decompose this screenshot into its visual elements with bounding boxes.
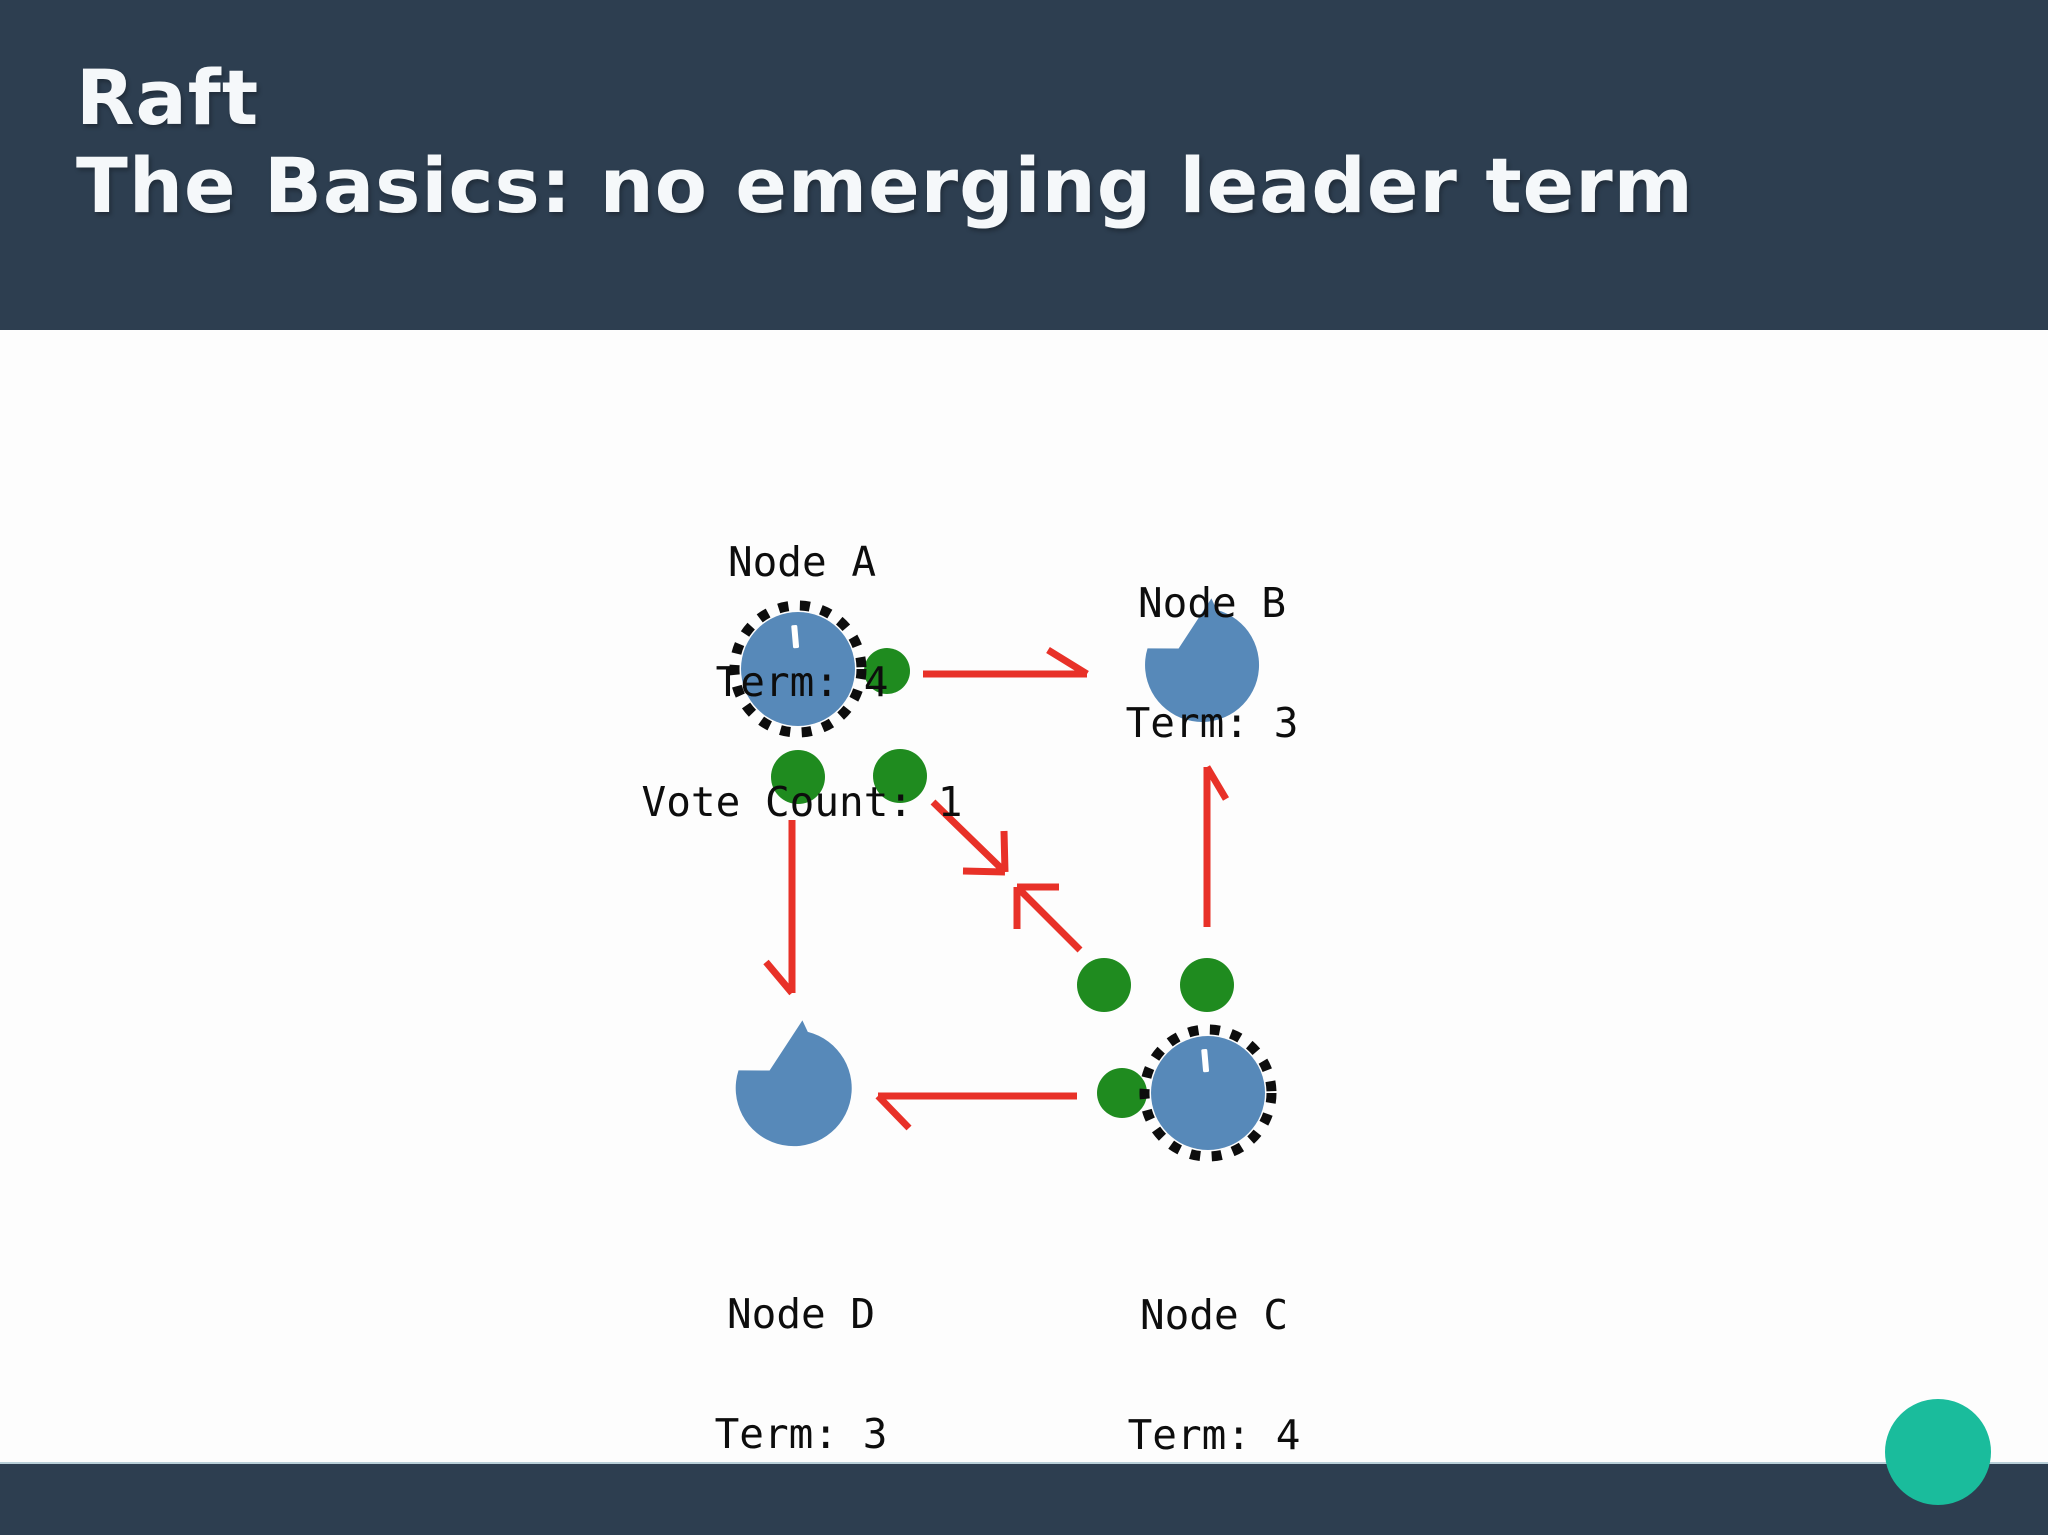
node-d-label: Node D Term: 3 — [715, 1214, 888, 1534]
message-dot-below-a-right — [873, 749, 927, 803]
node-a-vote-count: Vote Count: 1 — [641, 778, 963, 826]
slide-title: Raft The Basics: no emerging leader term — [76, 54, 1694, 230]
arrow-a-to-b — [923, 647, 1089, 678]
node-c-candidate — [1139, 1024, 1277, 1162]
node-a-term: Term: 4 — [715, 658, 889, 706]
node-d-follower — [735, 1020, 852, 1147]
accent-circle — [1885, 1399, 1991, 1505]
node-b-label: Node B Term: 3 — [1126, 503, 1299, 823]
footer-bar — [0, 1462, 2048, 1535]
node-c-label: Node C Term: 4 Vote Count: 1 — [1054, 1215, 1375, 1535]
arrow-c-to-d — [875, 1092, 1077, 1131]
arrow-a-to-c — [930, 799, 1009, 876]
node-a-timer-tick — [791, 625, 800, 649]
node-c-term: Term: 4 — [1127, 1411, 1301, 1459]
title-line-1: Raft — [76, 53, 260, 142]
node-a-dotted-ring — [729, 600, 867, 738]
title-line-2: The Basics: no emerging leader term — [76, 141, 1694, 230]
node-d-name: Node D — [726, 1290, 876, 1338]
arrow-c-to-b — [1203, 765, 1230, 927]
node-a-label: Node A Term: 4 Vote Count: 1 — [642, 462, 963, 902]
node-b-follower — [1145, 598, 1260, 722]
node-c-name: Node C — [1139, 1291, 1289, 1339]
node-a-circle — [741, 612, 855, 726]
node-a-name: Node A — [727, 538, 877, 586]
arrow-c-to-a — [1013, 883, 1083, 953]
node-c-timer-tick — [1201, 1049, 1210, 1073]
arrow-a-to-d — [763, 820, 796, 996]
message-dot-below-a-left — [771, 750, 825, 804]
node-c-dotted-ring — [1139, 1024, 1277, 1162]
message-dot-above-c-right — [1180, 958, 1234, 1012]
header-bar: Raft The Basics: no emerging leader term — [0, 0, 2048, 330]
node-b-circle — [1145, 598, 1260, 722]
node-b-term: Term: 3 — [1125, 699, 1299, 747]
message-dot-above-c-left — [1077, 958, 1131, 1012]
node-a-candidate — [729, 600, 867, 738]
vote-dot-at-node-c — [1097, 1068, 1147, 1118]
node-c-circle — [1151, 1036, 1265, 1150]
node-b-name: Node B — [1137, 579, 1287, 627]
vote-dot-at-node-a — [864, 648, 910, 694]
node-d-circle — [735, 1020, 852, 1147]
node-d-term: Term: 3 — [714, 1410, 888, 1458]
